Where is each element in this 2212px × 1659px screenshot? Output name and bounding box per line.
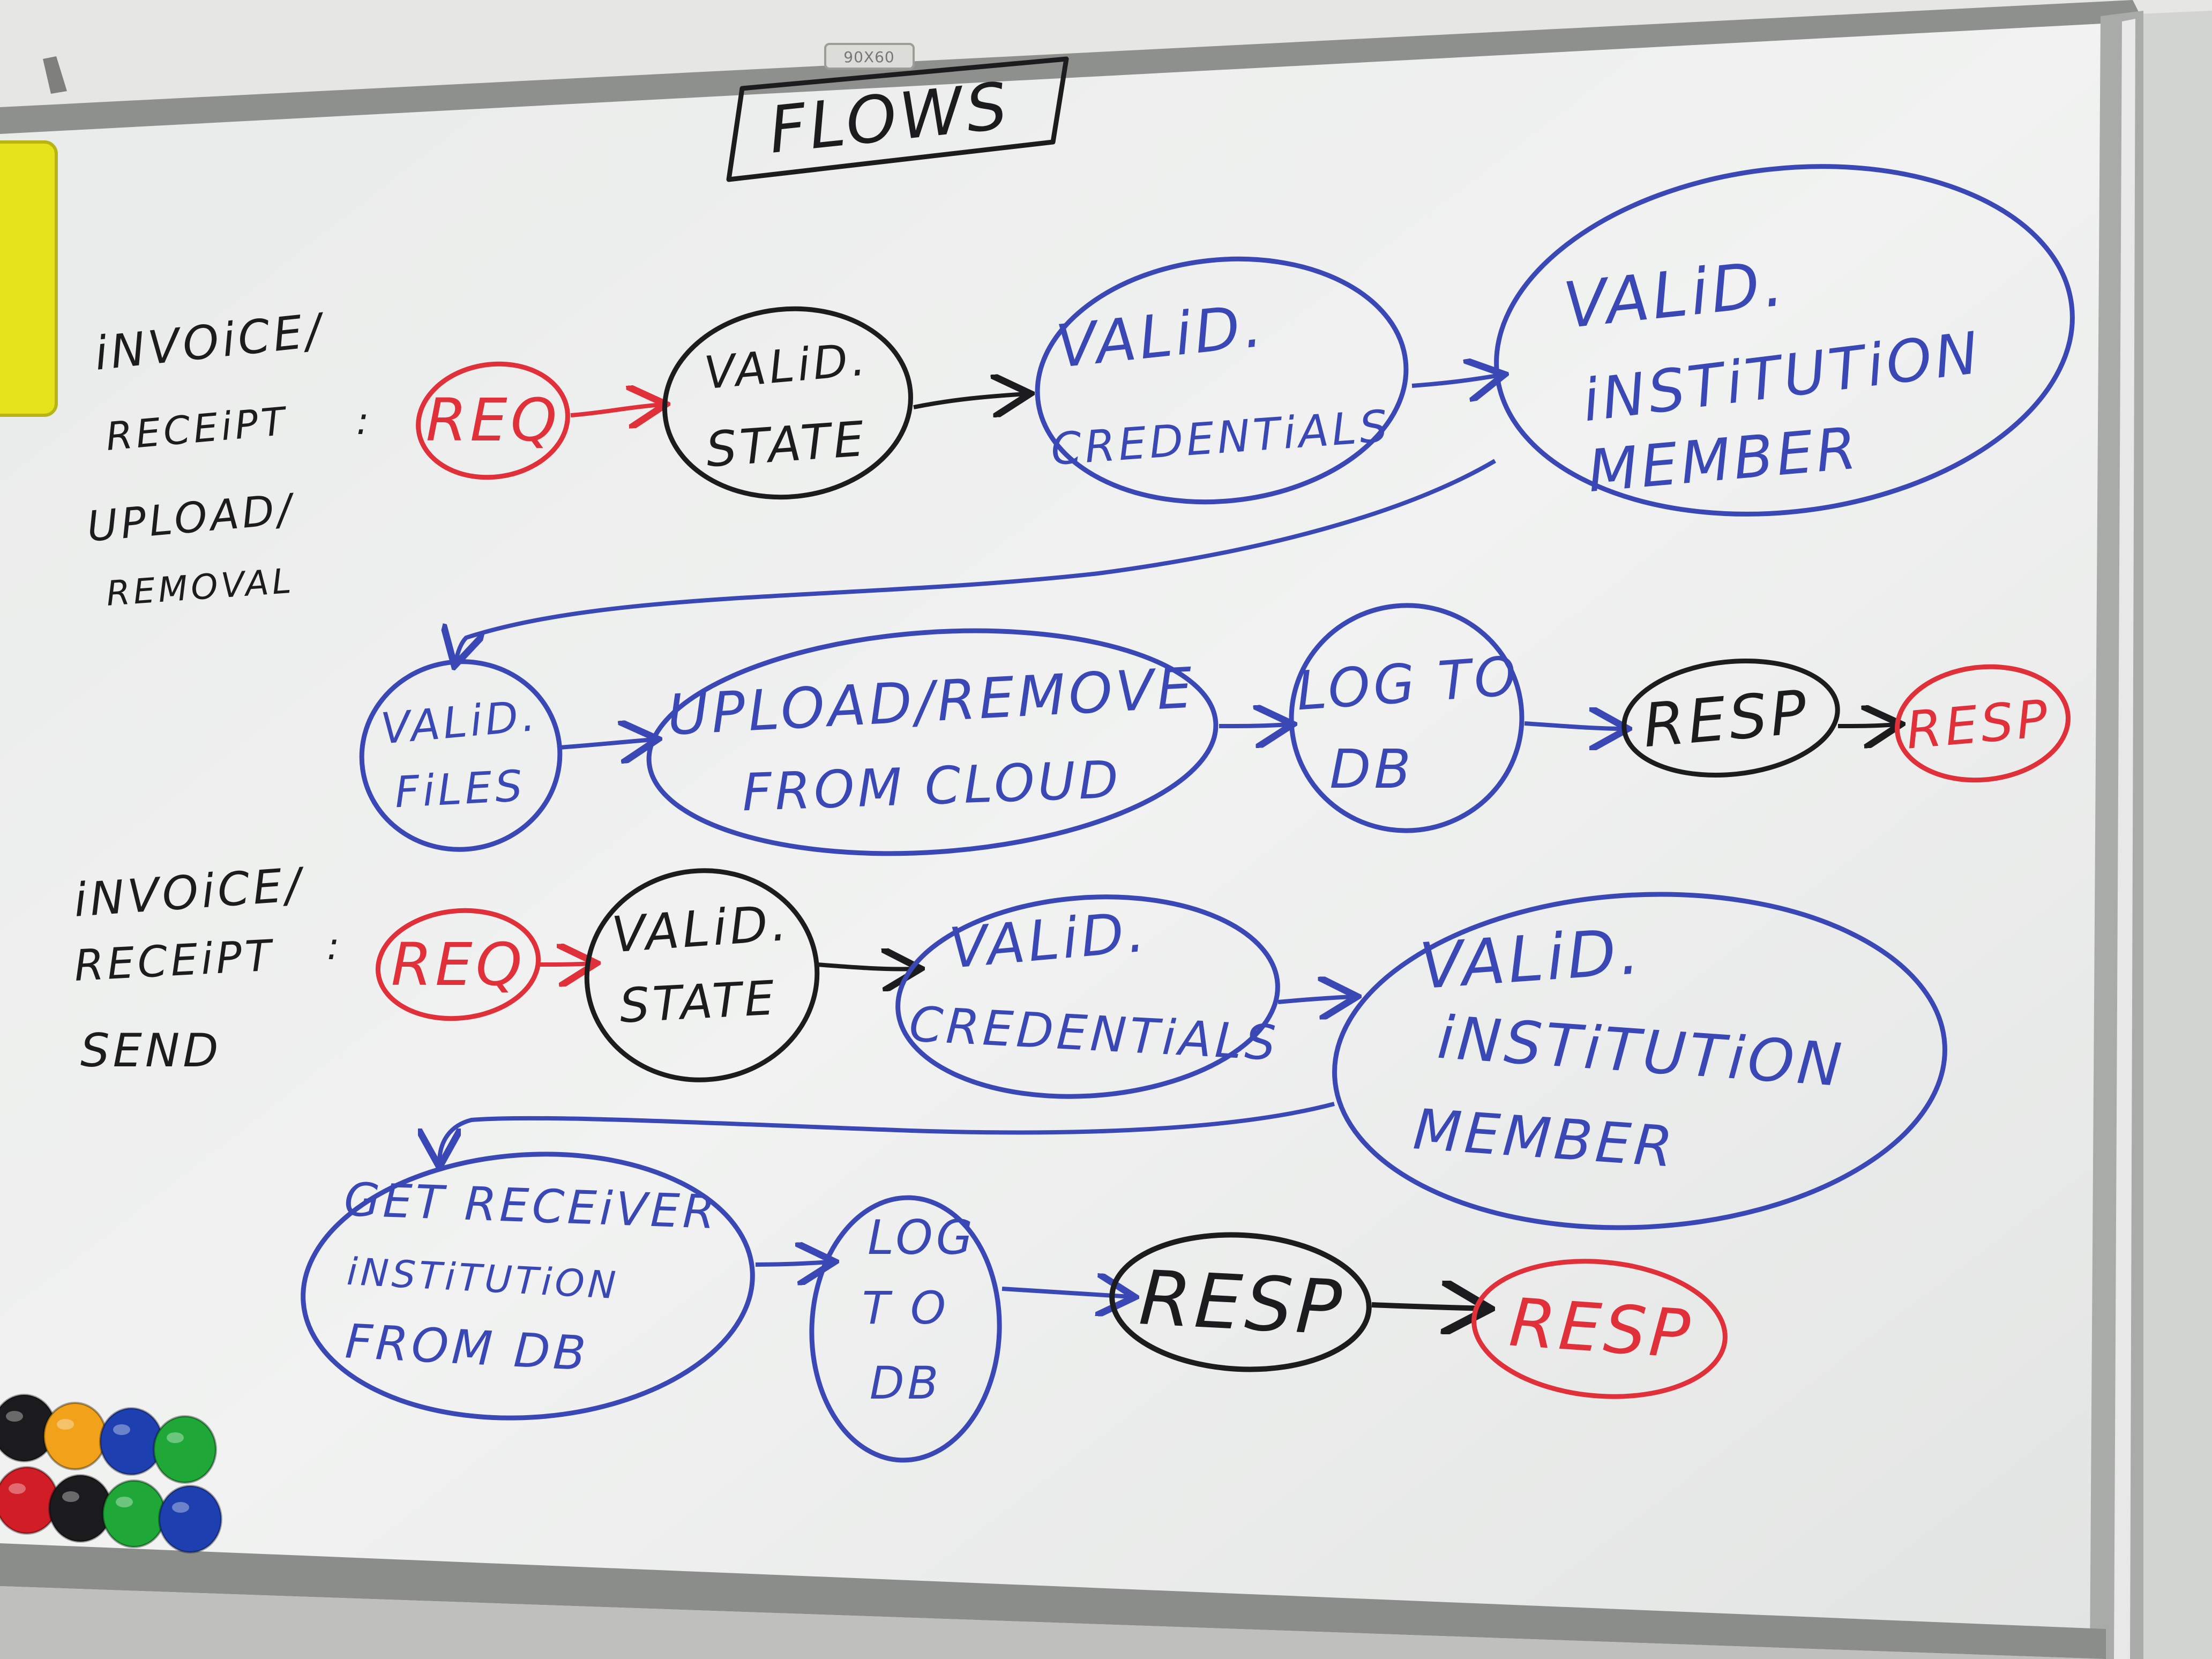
magnet-highlight xyxy=(62,1491,79,1502)
flow2-log-line-1: LOG xyxy=(868,1210,976,1265)
board-size-tag-label: 90X60 xyxy=(843,48,894,66)
flow1-log-node xyxy=(1289,603,1525,833)
flow1-arrow-upload-log xyxy=(1219,724,1289,726)
flow1-arrow-state-credentials xyxy=(913,394,1026,407)
magnet-highlight xyxy=(9,1483,26,1494)
flow2-valid-member-line-1: VALiD. xyxy=(1417,914,1645,1004)
board-surface xyxy=(0,21,2122,1659)
flow1-req-node xyxy=(416,361,570,480)
flow1-colon: : xyxy=(356,399,372,443)
flow2-arrow-state-credentials xyxy=(817,965,916,969)
flow1-arrow-credentials-member xyxy=(1411,375,1500,386)
flow2-valid-state-line-2: STATE xyxy=(618,970,779,1033)
magnet-blue xyxy=(158,1485,222,1553)
flow1-valid-files-node xyxy=(359,659,563,852)
flow2-resp-red-node xyxy=(1471,1259,1728,1399)
flow2-valid-state-node xyxy=(584,868,820,1082)
flow1-resp-black-node xyxy=(1621,659,1840,778)
flow2-arrow-member-receiver xyxy=(439,1102,1335,1163)
flow2-resp-black-node xyxy=(1109,1232,1372,1372)
magnet-highlight xyxy=(172,1502,189,1513)
magnet-highlight xyxy=(167,1432,184,1443)
magnet-orange xyxy=(43,1402,107,1470)
board-frame-bottom xyxy=(0,1543,2106,1659)
flow1-resp-red-node xyxy=(1894,664,2071,783)
flow2-log-line-2: T O xyxy=(862,1282,949,1334)
magnet-blue xyxy=(99,1407,163,1476)
title-box xyxy=(726,56,1069,182)
board-frame-right-shine xyxy=(2114,19,2135,1659)
flow1-valid-member-node xyxy=(1494,164,2075,517)
flow2-resp-black-label: RESP xyxy=(1137,1254,1347,1352)
flow1-arrow-resp-resp xyxy=(1837,724,1897,726)
wall-bottom xyxy=(0,1586,2106,1659)
flow2-valid-credentials-node xyxy=(895,894,1280,1099)
flow2-label-line-3: SEND xyxy=(80,1024,221,1078)
pin-icon xyxy=(43,56,67,94)
flow2-arrow-resp-resp xyxy=(1371,1305,1484,1309)
flow2-get-receiver-line-3: FROM DB xyxy=(344,1313,591,1381)
flow1-valid-credentials-node xyxy=(1035,256,1409,505)
flow2-colon: : xyxy=(327,924,343,968)
flow1-arrow-member-files xyxy=(455,459,1497,662)
flow1-valid-state-line-2: STATE xyxy=(704,411,869,479)
flow2-get-receiver-line-1: GET RECEiVER xyxy=(343,1173,719,1239)
flow1-log-line-2: DB xyxy=(1329,738,1414,801)
magnet-green xyxy=(102,1479,166,1548)
flow1-resp-red-label: RESP xyxy=(1904,689,2053,761)
magnet-highlight xyxy=(113,1424,130,1435)
magnet-black xyxy=(48,1474,113,1543)
flow2-arrow-receiver-log xyxy=(755,1262,831,1265)
flow1-arrow-req-state xyxy=(570,405,662,415)
flow2-resp-red-label: RESP xyxy=(1507,1284,1695,1374)
magnet-highlight xyxy=(6,1411,23,1422)
flow2-label-line-2: RECEiPT xyxy=(73,931,275,991)
magnet-highlight xyxy=(57,1419,74,1430)
flow1-arrow-files-upload xyxy=(559,739,654,748)
flow2-arrow-req-state xyxy=(538,963,592,965)
flow2-log-line-3: DB xyxy=(870,1357,941,1409)
flow2-arrow-credentials-member xyxy=(1277,997,1353,1002)
flow1-arrow-log-resp xyxy=(1524,723,1624,729)
flow2-valid-member-node xyxy=(1332,892,1947,1230)
flow2-get-receiver-node xyxy=(301,1152,755,1421)
magnet-green xyxy=(153,1415,217,1484)
flow2-req-label: REQ xyxy=(391,930,526,999)
flow1-resp-black-label: RESP xyxy=(1640,677,1812,761)
flow2-valid-state-line-1: VALiD. xyxy=(610,894,791,964)
board-frame-top xyxy=(0,0,2143,134)
flow1-log-line-1: LOG TO xyxy=(1295,645,1522,723)
board-size-tag xyxy=(824,43,915,70)
yellow-note xyxy=(0,140,58,417)
flow2-log-node xyxy=(809,1195,1002,1463)
flow1-upload-remove-node xyxy=(646,628,1219,856)
flow1-upload-remove-line-2: FROM CLOUD xyxy=(741,750,1123,823)
magnets xyxy=(0,1394,222,1553)
flow1-valid-files-line-2: FiLES xyxy=(393,761,527,818)
flow1-valid-state-node xyxy=(662,306,913,500)
flow2-req-node xyxy=(375,908,541,1021)
magnet-highlight xyxy=(116,1497,133,1507)
flow1-req-label: REQ xyxy=(426,386,561,454)
